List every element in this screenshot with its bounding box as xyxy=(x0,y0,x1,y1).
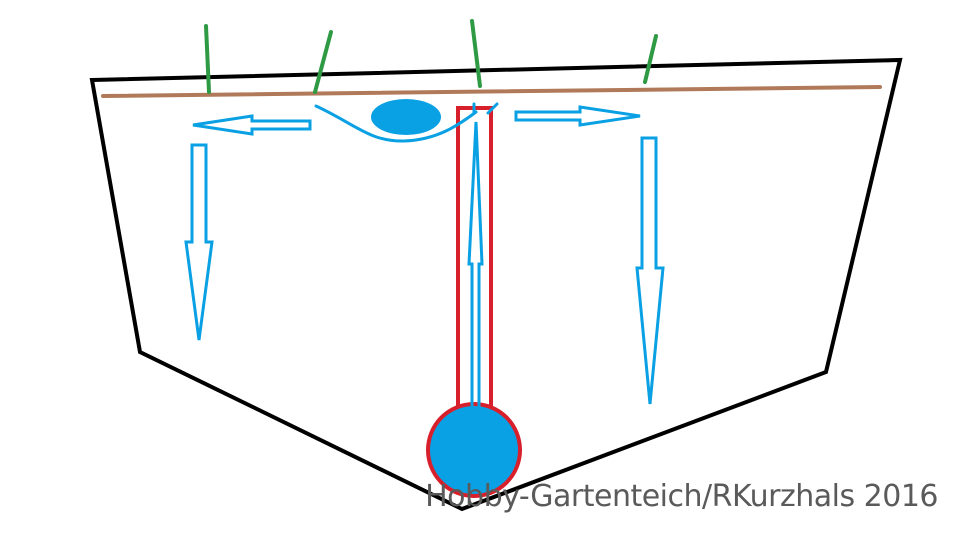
upflow-arrow-icon xyxy=(467,121,484,414)
skimmer-outlet-icon xyxy=(314,104,478,143)
water-surface-line xyxy=(101,85,882,98)
plant-stem-icon xyxy=(643,34,658,84)
flow-arrow-icon xyxy=(192,114,312,136)
pond-basin-outline xyxy=(89,57,903,512)
plant-stem-icon xyxy=(313,30,333,94)
outlet-jet-left xyxy=(486,102,499,115)
flow-arrow-icon xyxy=(184,143,214,341)
flow-arrow-icon xyxy=(635,136,665,405)
skimmer-outlet-icon xyxy=(371,99,441,135)
flow-arrow-icon xyxy=(514,105,641,127)
plant-stem-icon xyxy=(470,19,482,88)
plant-stem-icon xyxy=(204,24,211,94)
credit-watermark: Hobby-Gartenteich/RKurzhals 2016 xyxy=(425,479,938,514)
plant-stems xyxy=(204,19,658,94)
pump-bulb-icon xyxy=(426,402,522,498)
